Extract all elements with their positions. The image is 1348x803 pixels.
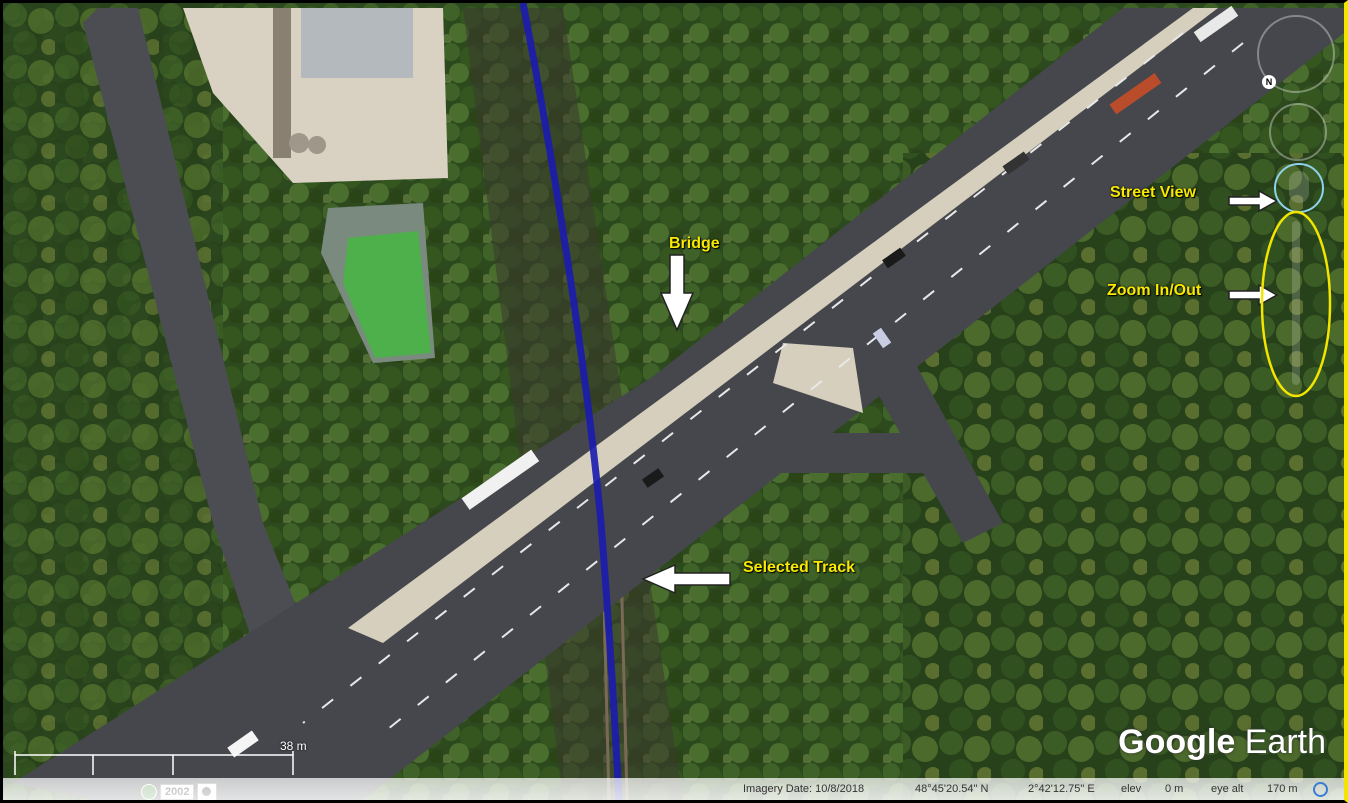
street-view-pegman-icon[interactable] [1289,171,1309,203]
latitude-readout: 48°45'20.54" N [915,783,989,795]
look-joystick-icon[interactable] [1257,15,1335,93]
scale-label: 38 m [280,739,307,753]
bridge-label: Bridge [669,235,720,252]
selected-track-label: Selected Track [743,559,856,576]
elev-label: elev [1121,783,1142,795]
move-joystick-icon[interactable] [1269,103,1327,161]
aerial-imagery [3,3,1344,800]
elev-value: 0 m [1165,783,1184,795]
street-view-label: Street View [1110,184,1196,201]
selected-track-arrow-icon [641,563,731,595]
street-view-arrow-icon [1228,189,1279,213]
selected-track-line[interactable] [3,3,1344,800]
google-earth-logo: Google Earth [1118,723,1326,761]
scale-bar [14,751,294,775]
imagery-date: Imagery Date: 10/8/2018 [743,783,865,795]
status-bar: Imagery Date: 10/8/2018 48°45'20.54" N 2… [3,778,1344,800]
bridge-arrow-icon [659,254,695,332]
eye-alt-label: eye alt [1211,783,1244,795]
zoom-slider[interactable] [1292,221,1300,385]
zoom-label: Zoom In/Out [1107,282,1202,299]
zoom-highlight-ellipse [1260,210,1332,398]
north-icon[interactable]: N [1262,75,1276,89]
streaming-indicator-icon [1313,782,1328,797]
map-viewport[interactable]: N Bridge Selected Track Street View Zoom… [3,3,1344,800]
annotation-arrows [641,163,1332,595]
zoom-arrow-icon [1228,283,1279,307]
eye-alt-value: 170 m [1267,783,1298,795]
longitude-readout: 2°42'12.75" E [1028,783,1095,795]
